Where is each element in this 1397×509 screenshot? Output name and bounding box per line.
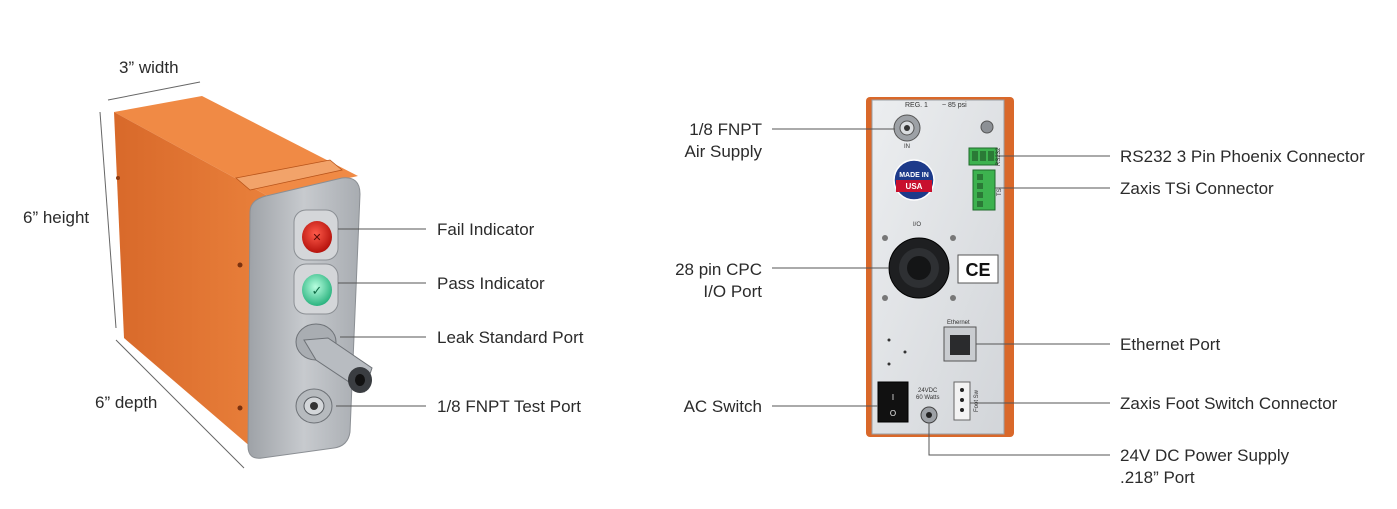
air-supply-label: 1/8 FNPT Air Supply — [640, 119, 762, 163]
air-supply-fitting — [893, 114, 921, 142]
io-text: I/O — [913, 222, 921, 228]
panel-dot — [887, 338, 891, 342]
fail-symbol: ✕ — [312, 231, 321, 244]
width-label: 3” width — [119, 58, 179, 77]
cpc-label-line-2: I/O Port — [703, 282, 762, 301]
power-callout-line — [928, 423, 1110, 456]
side-screw — [237, 405, 243, 411]
height-label: 6” height — [23, 208, 90, 227]
pass-indicator-label: Pass Indicator — [437, 274, 545, 293]
leak-standard-port — [295, 323, 373, 393]
leak-standard-port-label: Leak Standard Port — [437, 328, 584, 347]
air-supply-label-line-1: 1/8 FNPT — [689, 120, 762, 139]
panel-dot — [903, 350, 907, 354]
air-supply-label-line-2: Air Supply — [684, 142, 762, 161]
in-text: IN — [904, 144, 910, 150]
height-dimension-line — [99, 111, 117, 329]
pass-symbol: ✓ — [312, 284, 323, 299]
ac-switch — [877, 381, 909, 423]
svg-text:O: O — [890, 409, 896, 418]
test-port-label: 1/8 FNPT Test Port — [437, 397, 581, 416]
reg-text: REG. 1 — [905, 102, 928, 109]
svg-text:I: I — [892, 393, 894, 402]
vent-screw — [980, 120, 994, 134]
tsi-connector — [972, 169, 996, 211]
left-device: ✕ ✓ — [99, 81, 426, 469]
ac-switch-label: AC Switch — [683, 397, 762, 416]
side-screw — [237, 262, 243, 268]
svg-text:MADE IN: MADE IN — [899, 172, 929, 179]
right-device: REG. 1 ~ 85 psi IN MADE IN USA RS232 TSi — [772, 97, 1110, 456]
test-port — [295, 388, 333, 424]
depth-label: 6” depth — [95, 393, 158, 412]
panel-dot — [887, 362, 891, 366]
device-warning-label — [235, 159, 343, 191]
pass-indicator: ✓ — [293, 263, 339, 315]
power-supply-label: 24V DC Power Supply .218” Port — [1120, 445, 1289, 489]
svg-text:USA: USA — [906, 182, 923, 191]
ce-mark-box — [957, 254, 999, 284]
power-supply-label-line-1: 24V DC Power Supply — [1120, 446, 1290, 465]
cpc-label-line-1: 28 pin CPC — [675, 260, 762, 279]
made-in-usa-badge: MADE IN USA — [893, 159, 935, 201]
tsi-label: Zaxis TSi Connector — [1120, 179, 1274, 198]
tsi-small-text: TSi — [997, 187, 1003, 196]
depth-dimension-line — [115, 339, 245, 469]
cpc-connector — [882, 235, 956, 301]
width-dimension-line — [107, 81, 201, 101]
fail-indicator-label: Fail Indicator — [437, 220, 535, 239]
cpc-label: 28 pin CPC I/O Port — [640, 259, 762, 303]
power-small-text-2: 60 Watts — [916, 395, 939, 401]
power-supply-label-line-2: .218” Port — [1120, 468, 1195, 487]
device-side-face — [114, 112, 268, 448]
rs232-label: RS232 3 Pin Phoenix Connector — [1120, 147, 1365, 166]
ethernet-label: Ethernet Port — [1120, 335, 1221, 354]
psi-text: ~ 85 psi — [942, 102, 967, 109]
foot-switch-label: Zaxis Foot Switch Connector — [1120, 394, 1338, 413]
fail-indicator: ✕ — [293, 209, 339, 261]
power-small-text-1: 24VDC — [918, 388, 938, 394]
foot-small-text: Foot Sw — [974, 389, 980, 412]
ethernet-small-text: Ethernet — [947, 320, 970, 326]
side-screw — [116, 176, 120, 180]
ce-mark: CE — [965, 260, 990, 280]
